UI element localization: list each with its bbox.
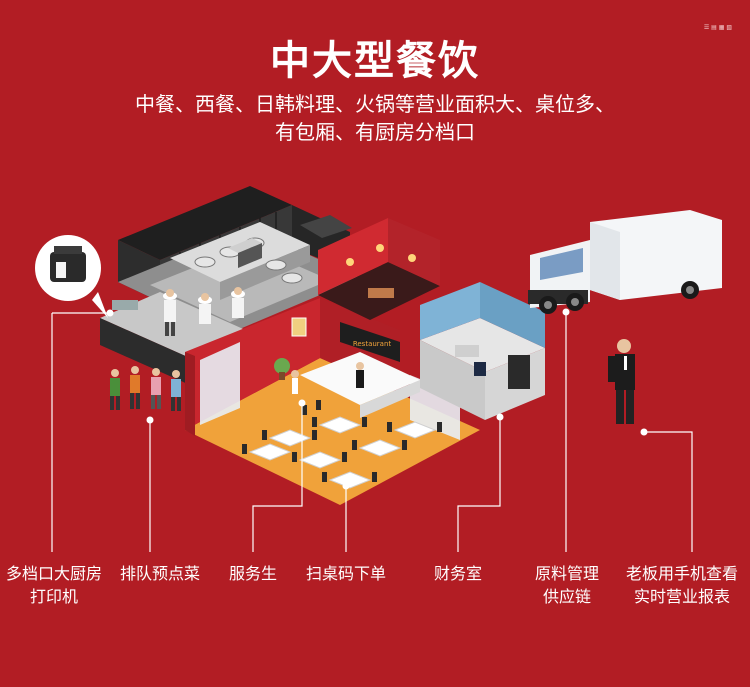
label-queue-preorder: 排队预点菜 xyxy=(119,564,200,583)
printer-callout xyxy=(35,235,108,318)
waiter-figures xyxy=(291,362,364,394)
printer-icon xyxy=(50,252,86,282)
finance-room xyxy=(420,282,545,420)
subtitle-line-1: 中餐、西餐、日韩料理、火锅等营业面积大、桌位多、 xyxy=(135,92,615,116)
page-title: 中大型餐饮 xyxy=(270,38,480,84)
callout-lines xyxy=(51,312,693,552)
dining-area: Restaurant xyxy=(185,298,480,505)
queue-customers xyxy=(110,366,181,411)
label-finance-room: 财务室 xyxy=(433,564,482,583)
label-waiter: 服务生 xyxy=(228,564,277,583)
label-printer: 多档口大厨房 打印机 xyxy=(5,564,102,606)
dining-tables xyxy=(248,416,437,489)
page-subtitle: 中餐、西餐、日韩料理、火锅等营业面积大、桌位多、 有包厢、有厨房分档口 xyxy=(0,90,750,146)
delivery-truck xyxy=(528,210,722,314)
chef-figures xyxy=(163,287,245,336)
private-room xyxy=(318,218,440,320)
label-supply-chain: 原料管理 供应链 xyxy=(534,564,599,606)
corner-logo: ☰ ▤ ▦ ▧ xyxy=(703,24,732,31)
boss-figure xyxy=(608,339,635,424)
label-scan-order: 扫桌码下单 xyxy=(305,564,386,583)
subtitle-line-2: 有包厢、有厨房分档口 xyxy=(275,120,475,144)
restaurant-sign: Restaurant xyxy=(353,340,392,348)
label-boss-report: 老板用手机查看 实时营业报表 xyxy=(625,564,738,606)
callout-dots xyxy=(106,308,648,490)
